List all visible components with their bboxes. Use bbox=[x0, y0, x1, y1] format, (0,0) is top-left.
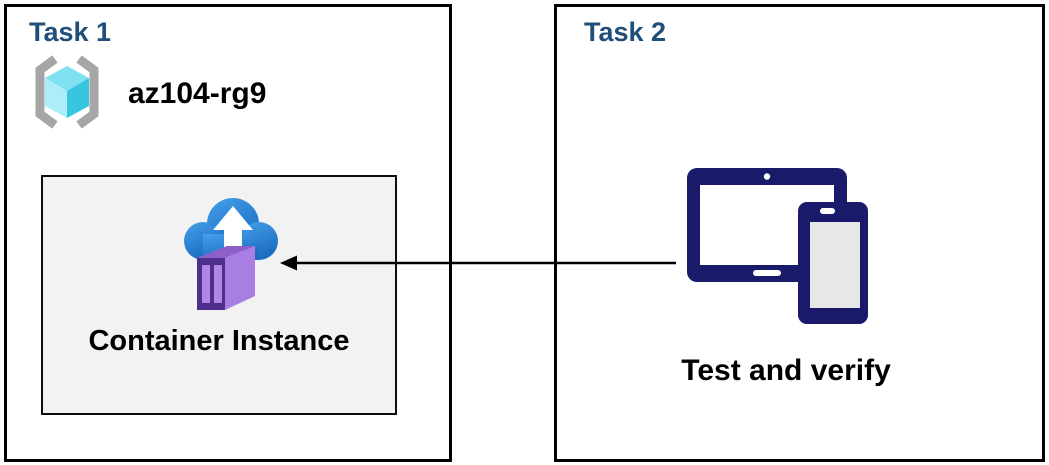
task2-title: Task 2 bbox=[584, 17, 667, 47]
task2-caption: Test and verify bbox=[681, 354, 891, 387]
task1-title: Task 1 bbox=[29, 17, 112, 47]
arrow-devices-to-container-instance bbox=[278, 252, 680, 279]
container-instance-label: Container Instance bbox=[88, 325, 350, 357]
azure-resource-group-icon bbox=[28, 53, 106, 136]
container-instance-box: Container Instance bbox=[41, 175, 397, 415]
azure-container-instances-icon bbox=[183, 196, 283, 321]
task1-box: Task 1 az104-rg9 bbox=[4, 4, 452, 462]
devices-tablet-phone-icon bbox=[685, 166, 870, 331]
resource-group-name: az104-rg9 bbox=[128, 77, 267, 110]
task2-box: Task 2 Test and verify bbox=[554, 4, 1045, 462]
resource-group-row: az104-rg9 bbox=[28, 53, 266, 135]
